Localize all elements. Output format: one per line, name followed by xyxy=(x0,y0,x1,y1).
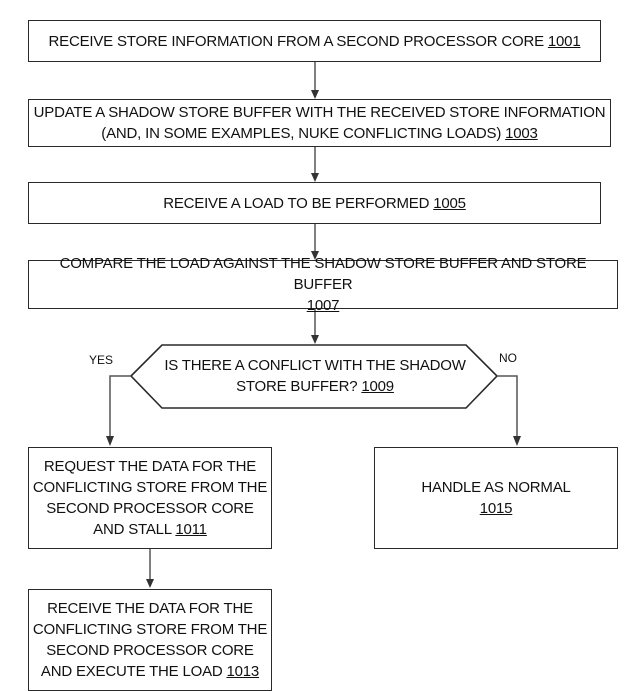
arrow-no xyxy=(497,375,518,441)
step-1003-line1: UPDATE A SHADOW STORE BUFFER WITH THE RE… xyxy=(33,104,606,121)
step-1009-ref: 1009 xyxy=(361,378,394,395)
step-1001-ref: 1001 xyxy=(547,32,581,50)
step-1011-line2: CONFLICTING STORE FROM THE xyxy=(32,479,268,496)
step-1013-line2: CONFLICTING STORE FROM THE xyxy=(32,621,268,638)
arrow-yes xyxy=(109,375,131,441)
step-1009-line1: IS THERE A CONFLICT WITH THE SHADOW xyxy=(164,357,466,374)
step-1013: RECEIVE THE DATA FOR THE CONFLICTING STO… xyxy=(28,589,272,691)
step-1015-line1: HANDLE AS NORMAL xyxy=(421,479,571,496)
step-1015: HANDLE AS NORMAL 1015 xyxy=(374,447,618,549)
yes-label: YES xyxy=(89,353,114,367)
step-1011-line3: SECOND PROCESSOR CORE xyxy=(46,500,254,517)
step-1007-ref: 1007 xyxy=(306,297,340,314)
step-1007-line1: COMPARE THE LOAD AGAINST THE SHADOW STOR… xyxy=(59,255,587,293)
step-1013-ref: 1013 xyxy=(226,663,260,680)
step-1005-text: RECEIVE A LOAD TO BE PERFORMED xyxy=(163,194,430,212)
step-1007: COMPARE THE LOAD AGAINST THE SHADOW STOR… xyxy=(28,255,618,314)
no-label: NO xyxy=(499,351,517,365)
step-1003: UPDATE A SHADOW STORE BUFFER WITH THE RE… xyxy=(28,99,611,147)
step-1011-line4: AND STALL xyxy=(93,521,172,538)
decision-1009-text: IS THERE A CONFLICT WITH THE SHADOW STOR… xyxy=(150,355,480,397)
step-1003-line2: (AND, IN SOME EXAMPLES, NUKE CONFLICTING… xyxy=(101,125,502,142)
step-1005: RECEIVE A LOAD TO BE PERFORMED 1005 xyxy=(28,182,601,224)
step-1005-ref: 1005 xyxy=(433,194,466,212)
step-1013-line3: SECOND PROCESSOR CORE xyxy=(46,642,254,659)
step-1011-ref: 1011 xyxy=(175,521,207,538)
step-1011-line1: REQUEST THE DATA FOR THE xyxy=(43,458,257,475)
step-1015-ref: 1015 xyxy=(479,500,513,517)
step-1001-text: RECEIVE STORE INFORMATION FROM A SECOND … xyxy=(48,32,545,50)
step-1013-line1: RECEIVE THE DATA FOR THE xyxy=(47,600,253,617)
step-1009-line2: STORE BUFFER? xyxy=(236,378,358,395)
step-1011: REQUEST THE DATA FOR THE CONFLICTING STO… xyxy=(28,447,272,549)
step-1001: RECEIVE STORE INFORMATION FROM A SECOND … xyxy=(28,20,601,62)
step-1013-line4: AND EXECUTE THE LOAD xyxy=(40,663,223,680)
step-1003-ref: 1003 xyxy=(505,125,538,142)
